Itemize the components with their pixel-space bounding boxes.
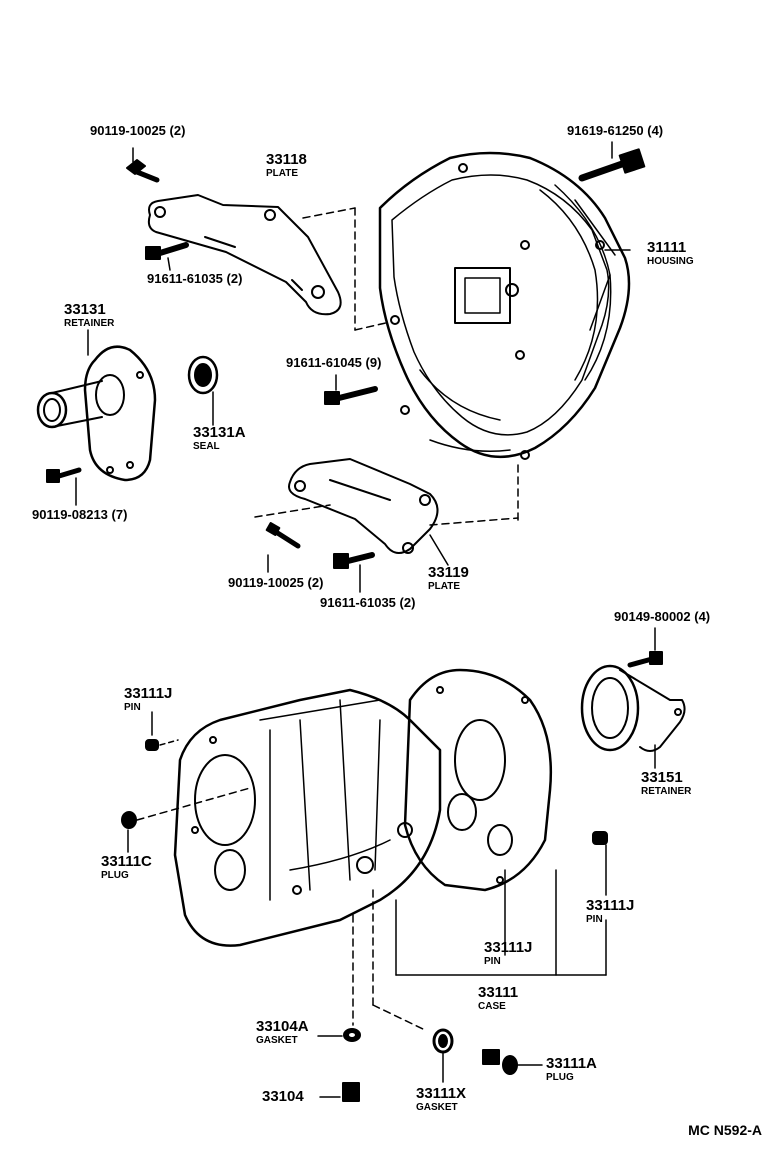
- bolt-plate-lower-a-drawing: [265, 522, 301, 573]
- gasket-a-drawing: [317, 1028, 361, 1042]
- bolt-top-left-drawing: [126, 147, 160, 183]
- label-bolt-housing: 91611-61045 (9): [286, 355, 382, 370]
- bolt-top-right-drawing: [578, 141, 646, 182]
- diagram-reference-code: MC N592-A: [688, 1122, 762, 1138]
- label-bolt-plate-top: 91611-61035 (2): [147, 271, 243, 286]
- label-bolt-plate-lower-a: 90119-10025 (2): [228, 575, 324, 590]
- case-33111-drawing: [173, 668, 607, 1031]
- plug-drain-drawing: [482, 1049, 543, 1075]
- bolt-rear-retainer-drawing: [627, 627, 663, 668]
- drain-plug-drawing: [319, 1082, 360, 1102]
- plate-33119-drawing: [254, 458, 519, 566]
- label-bolt-top-right: 91619-61250 (4): [567, 123, 664, 138]
- bolt-retainer-drawing: [46, 467, 82, 506]
- plate-33118-drawing: [147, 194, 356, 316]
- pin-left-drawing: [145, 711, 179, 751]
- bolt-plate-lower-b-drawing: [333, 552, 375, 593]
- label-bolt-retainer: 90119-08213 (7): [32, 507, 128, 522]
- label-drain-plug-part: 33104: [262, 1088, 304, 1105]
- label-bolt-plate-lower-b: 91611-61035 (2): [320, 595, 416, 610]
- housing-31111-drawing: [354, 151, 631, 460]
- label-bolt-rear-retainer: 90149-80002 (4): [614, 609, 711, 624]
- retainer-33131-drawing: [36, 329, 157, 482]
- retainer-33151-drawing: [580, 664, 686, 769]
- gasket-x-drawing: [432, 1028, 454, 1083]
- seal-33131a-drawing: [187, 355, 219, 426]
- pin-right-drawing: [592, 831, 608, 896]
- label-bolt-top-left: 90119-10025 (2): [90, 123, 186, 138]
- bolt-plate-top-drawing: [145, 242, 189, 271]
- plug-left-drawing: [121, 787, 251, 853]
- bolt-housing-drawing: [324, 374, 378, 405]
